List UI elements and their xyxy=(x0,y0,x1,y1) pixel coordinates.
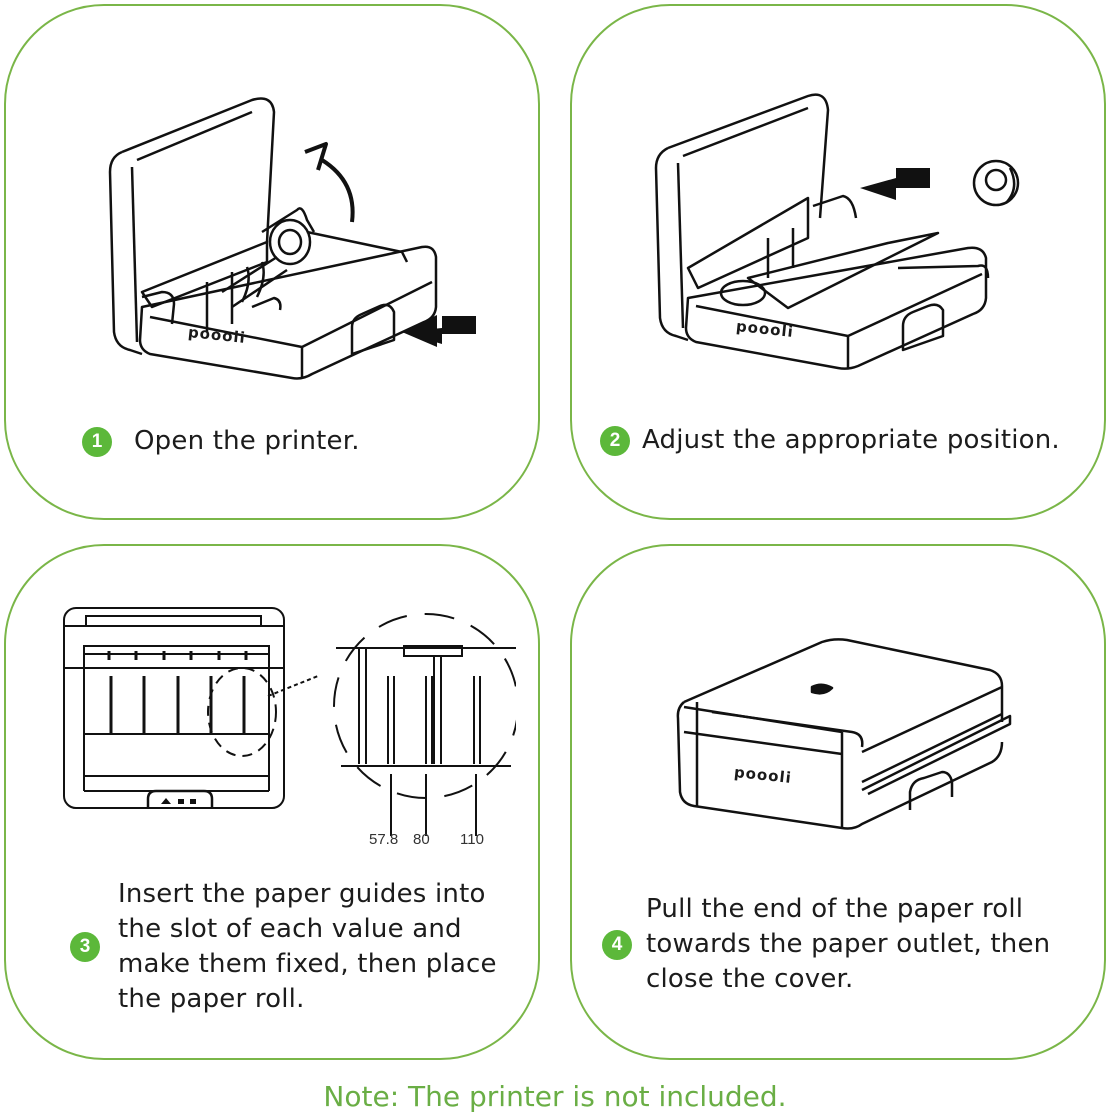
step-3: 3 Insert the paper guides into the slot … xyxy=(70,877,497,1017)
step-text-line: Insert the paper guides into xyxy=(118,879,486,909)
step-3-panel: 57.8 80 110 3 Insert the paper guides in… xyxy=(4,544,540,1060)
step-text: Insert the paper guides into the slot of… xyxy=(118,877,497,1017)
step-text-line: Pull the end of the paper roll xyxy=(646,894,1024,924)
step-text-line: the paper roll. xyxy=(118,984,305,1014)
step-text: Open the printer. xyxy=(134,426,360,456)
step-4-panel: poooli 4 Pull the end of the paper roll … xyxy=(570,544,1106,1060)
step-number-badge: 4 xyxy=(602,929,632,960)
footer-note: Note: The printer is not included. xyxy=(323,1080,787,1113)
close-cover-illustration xyxy=(676,638,1012,830)
guide-width-labels: 57.8 80 110 xyxy=(369,831,484,848)
guide-width-57-8: 57.8 xyxy=(369,831,398,848)
step-text-line: the slot of each value and xyxy=(118,914,462,944)
step-text-line: towards the paper outlet, then xyxy=(646,929,1051,959)
step-text-line: make them fixed, then place xyxy=(118,949,497,979)
step-text: Adjust the appropriate position. xyxy=(642,425,1060,455)
adjust-position-illustration xyxy=(654,93,1020,370)
step-2-panel: poooli 2 Adjust the appropriate position… xyxy=(570,4,1106,520)
step-1-panel: poooli 1 Open the printer. xyxy=(4,4,540,520)
step-number-badge: 1 xyxy=(82,426,112,457)
step-text-line: close the cover. xyxy=(646,964,854,994)
paper-guides-illustration xyxy=(63,607,516,836)
guide-width-110: 110 xyxy=(460,831,484,848)
open-printer-illustration xyxy=(108,97,476,380)
step-2: 2 Adjust the appropriate position. xyxy=(600,423,1060,458)
step-text: Pull the end of the paper roll towards t… xyxy=(646,892,1050,997)
step-number-badge: 2 xyxy=(600,425,630,456)
step-number-badge: 3 xyxy=(70,932,100,962)
step-1: 1 Open the printer. xyxy=(82,424,360,459)
guide-width-80: 80 xyxy=(413,831,430,848)
step-4: 4 Pull the end of the paper roll towards… xyxy=(602,892,1050,997)
